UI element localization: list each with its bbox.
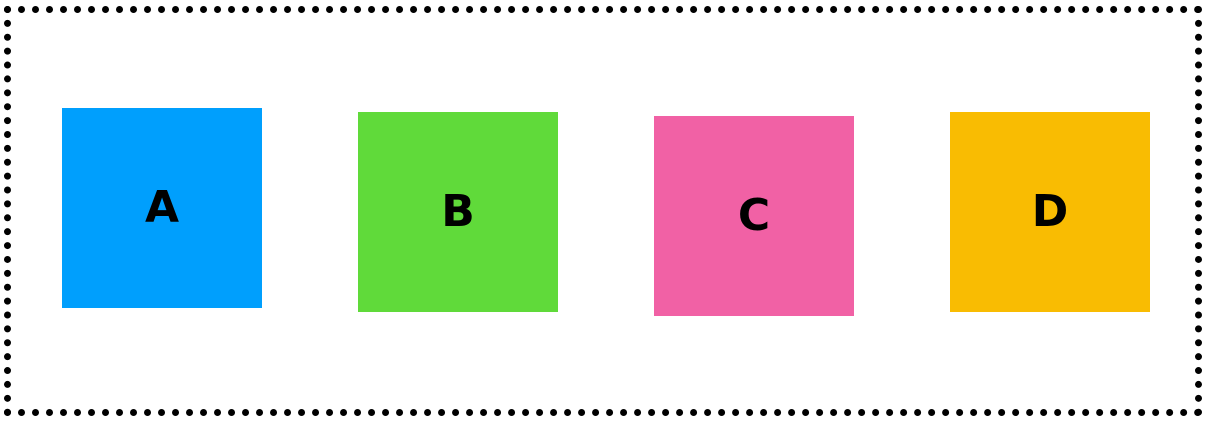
box-c-label: C (737, 190, 771, 241)
box-d-label: D (1031, 186, 1069, 237)
box-a: A (62, 108, 262, 308)
box-b-label: B (441, 186, 475, 237)
box-d: D (950, 112, 1150, 312)
box-c: C (654, 116, 854, 316)
box-a-label: A (144, 182, 180, 233)
box-b: B (358, 112, 558, 312)
